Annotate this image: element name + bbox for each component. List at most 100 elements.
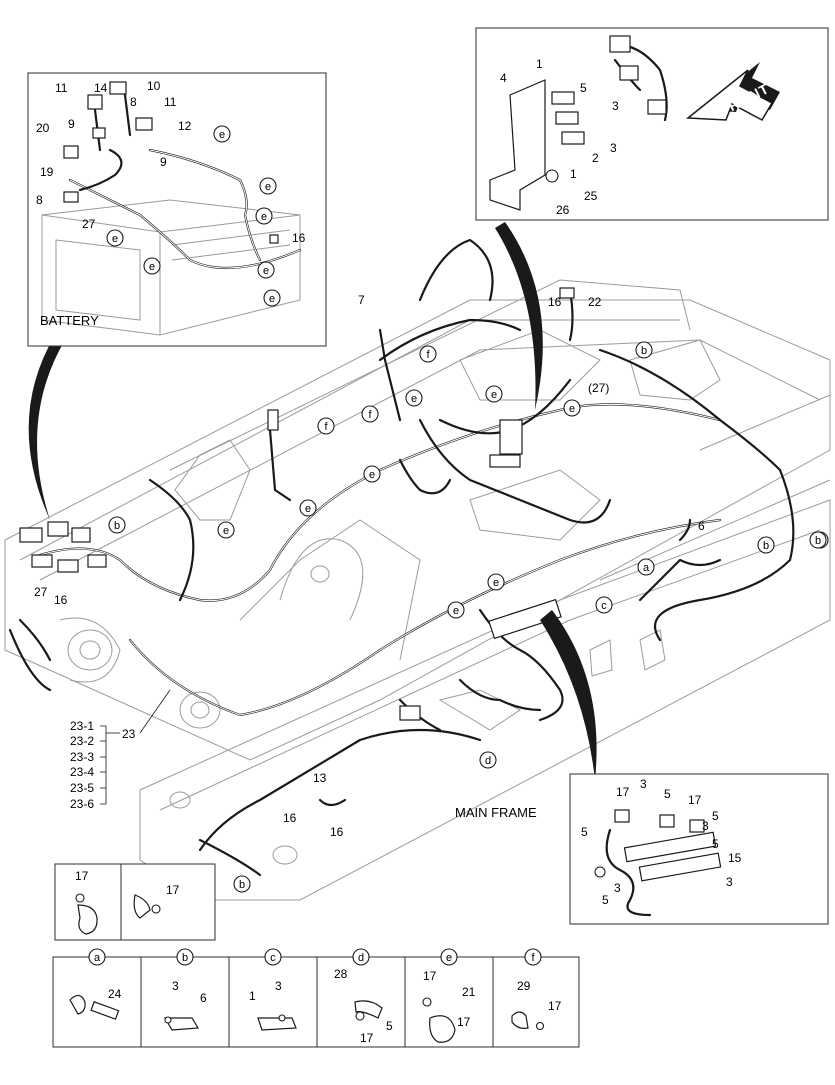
part-label: 16 — [292, 231, 306, 245]
part-label: 8 — [130, 95, 137, 109]
part-label: 23 — [122, 727, 136, 741]
detail-panel-c: c 1 3 — [249, 948, 282, 1003]
svg-text:e: e — [269, 293, 275, 305]
panel-key: e — [446, 952, 452, 964]
clip-inset — [54, 863, 216, 941]
part-label: 22 — [588, 295, 602, 309]
sub-label: 23-3 — [70, 750, 94, 764]
detail-panel-f: f 29 17 — [517, 948, 562, 1013]
svg-text:b: b — [815, 535, 821, 547]
sub-label: 23-5 — [70, 781, 94, 795]
part-label: 3 — [612, 99, 619, 113]
part-label: 29 — [517, 979, 531, 993]
svg-text:a: a — [643, 562, 650, 574]
part-label: 9 — [68, 117, 75, 131]
part-label: 5 — [581, 825, 588, 839]
connector-labels: 17 3 5 17 5 5 3 5 15 3 3 5 — [581, 777, 742, 907]
callout-circle: f — [317, 417, 335, 435]
panel-key: f — [531, 952, 535, 964]
callout-circle: e — [217, 521, 235, 539]
sub-item-bracket — [100, 689, 171, 805]
svg-text:e: e — [369, 469, 375, 481]
part-label: 21 — [462, 985, 476, 999]
part-label: 2 — [592, 151, 599, 165]
svg-text:f: f — [368, 409, 372, 421]
sub-labels: 23-1 23-2 23-3 23-4 23-5 23-6 — [70, 719, 94, 811]
svg-text:b: b — [763, 540, 769, 552]
main-circle-labels: b f f f e e e e e e e e b b b b a c d b — [108, 341, 829, 893]
callout-circle: e — [405, 389, 423, 407]
part-label: 11 — [55, 81, 68, 95]
callout-swoosh-connector — [540, 610, 597, 780]
svg-text:e: e — [263, 265, 269, 277]
part-label: 17 — [75, 869, 89, 883]
part-label: 17 — [360, 1031, 374, 1045]
part-label: 1 — [249, 989, 256, 1003]
part-label: 16 — [330, 825, 344, 839]
part-label: 25 — [584, 189, 598, 203]
callout-circle: e — [263, 289, 281, 307]
panel-key: c — [270, 952, 276, 964]
part-label: 3 — [614, 881, 621, 895]
detail-panel-d: d 28 17 5 — [334, 948, 393, 1045]
panel-key: b — [182, 952, 188, 964]
callout-circle: c — [595, 596, 613, 614]
svg-text:e: e — [112, 233, 118, 245]
callout-circle: e — [257, 261, 275, 279]
part-label: 3 — [702, 819, 709, 833]
battery-labels: 11 14 10 8 11 12 9 20 9 19 8 27 16 — [36, 79, 306, 245]
part-label: 5 — [602, 893, 609, 907]
part-label: 3 — [610, 141, 617, 155]
svg-text:e: e — [305, 503, 311, 515]
svg-text:b: b — [114, 520, 120, 532]
callout-circle: b — [108, 516, 126, 534]
part-label: 8 — [36, 193, 43, 207]
part-label: 24 — [108, 987, 122, 1001]
svg-text:f: f — [324, 421, 328, 433]
part-label: (27) — [588, 381, 609, 395]
part-label: 6 — [698, 519, 705, 533]
part-label: 10 — [147, 79, 161, 93]
part-label: 6 — [200, 991, 207, 1005]
part-label: 16 — [283, 811, 297, 825]
part-label: 17 — [548, 999, 562, 1013]
svg-text:c: c — [601, 600, 607, 612]
battery-circle-labels: e e e e e e e — [106, 125, 281, 307]
part-label: 5 — [664, 787, 671, 801]
part-label: 1 — [570, 167, 577, 181]
callout-circle: e — [143, 257, 161, 275]
svg-text:e: e — [491, 389, 497, 401]
svg-text:e: e — [261, 211, 267, 223]
battery-inset — [27, 72, 327, 347]
callout-circle: e — [487, 573, 505, 591]
svg-text:e: e — [569, 403, 575, 415]
callout-circle: e — [447, 601, 465, 619]
callout-circle: e — [255, 207, 273, 225]
main-harness — [8, 238, 795, 877]
part-label: 16 — [54, 593, 68, 607]
svg-text:e: e — [265, 181, 271, 193]
part-label: 17 — [423, 969, 437, 983]
part-label: 5 — [580, 81, 587, 95]
callout-circle: b — [635, 341, 653, 359]
part-label: 28 — [334, 967, 348, 981]
detail-panel-a: a 24 — [88, 948, 122, 1001]
part-label: 3 — [275, 979, 282, 993]
callout-circle: e — [106, 229, 124, 247]
part-label: 5 — [712, 809, 719, 823]
part-label: 9 — [160, 155, 167, 169]
callout-circle: d — [479, 751, 497, 769]
clip-labels: 17 17 — [75, 869, 180, 897]
svg-text:e: e — [149, 261, 155, 273]
part-label: 5 — [712, 837, 719, 851]
svg-text:e: e — [453, 605, 459, 617]
sub-label: 23-6 — [70, 797, 94, 811]
part-label: 20 — [36, 121, 50, 135]
part-label: 11 — [164, 95, 177, 109]
part-label: 19 — [40, 165, 54, 179]
part-label: 3 — [172, 979, 179, 993]
part-label: 14 — [94, 81, 108, 95]
detail-panel-b: b 3 6 — [172, 948, 207, 1005]
caption-main-frame: MAIN FRAME — [455, 805, 537, 820]
part-label: 7 — [358, 293, 365, 307]
